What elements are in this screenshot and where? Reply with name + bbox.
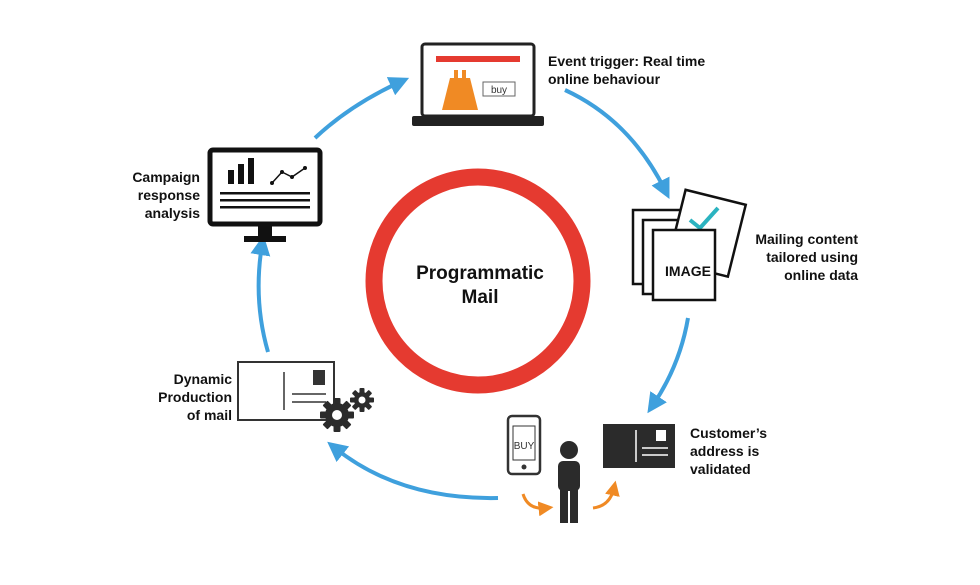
gear-icon [320,388,374,432]
dynamic-production-line3: of mail [186,407,232,423]
dynamic-production-line2: Production [158,389,232,405]
address-validated-label: Customer’s address is validated [690,424,767,478]
arrow-trigger-to-content [564,88,670,199]
orange-arrow-right [592,480,620,510]
event-trigger-line1: Event trigger: Real time [548,53,706,69]
person-icon [558,441,580,523]
address-validated-line1: Customer’s [690,425,768,441]
phone-icon: BUY [506,414,542,476]
event-trigger-line2: online behaviour [548,71,661,87]
center-title-line1: Programmatic [416,263,544,284]
center-title-line2: Mail [461,287,499,308]
dynamic-production-label: Dynamic Production of mail [120,370,232,424]
documents-icon: IMAGE [631,188,748,302]
laptop-buy-label: buy [491,85,507,96]
dark-postcard-icon [603,424,675,468]
event-trigger-label: Event trigger: Real time online behaviou… [548,52,705,88]
arrow-analysis-to-trigger [313,77,410,140]
image-label: IMAGE [665,263,711,279]
laptop-icon: buy [412,42,544,126]
arrow-address-to-production [327,441,499,501]
address-validated-line2: address is [690,443,760,459]
postcard-icon [237,361,335,421]
campaign-analysis-label: Campaign response analysis [90,168,200,222]
campaign-analysis-line2: response [137,187,200,203]
center-ring [365,168,591,394]
arrow-production-to-analysis [250,235,271,353]
orange-arrow-left [521,493,554,517]
mailing-content-label: Mailing content tailored using online da… [728,230,858,284]
mailing-content-line2: tailored using [766,249,858,265]
campaign-analysis-line1: Campaign [132,169,200,185]
arrow-content-to-address [647,317,690,414]
mailing-content-line3: online data [784,267,858,283]
mailing-content-line1: Mailing content [755,231,858,247]
address-validated-line3: validated [690,461,751,477]
monitor-icon [207,147,323,242]
dynamic-production-line1: Dynamic [173,371,232,387]
campaign-analysis-line3: analysis [144,205,200,221]
phone-buy-label: BUY [514,441,535,452]
center-title: Programmatic Mail [380,262,580,310]
